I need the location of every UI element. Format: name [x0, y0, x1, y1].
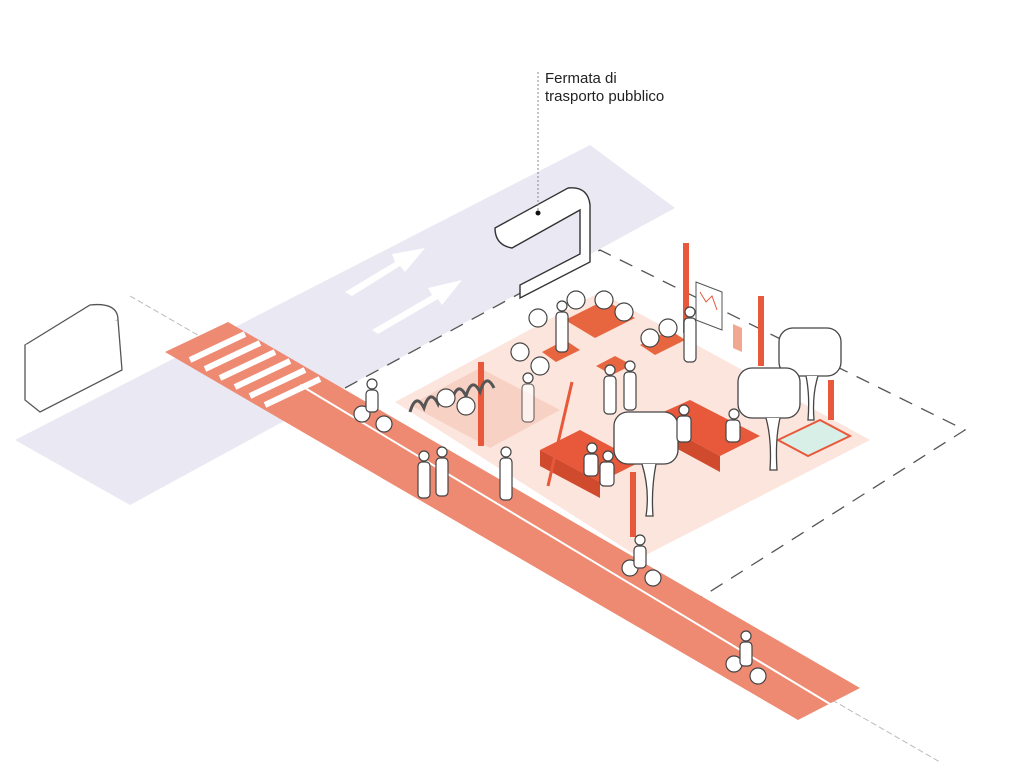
seated-person [599, 450, 615, 487]
seated-person [725, 408, 741, 443]
cyclist [353, 378, 393, 433]
pedestrian [683, 306, 697, 363]
plaza-shade [410, 368, 560, 448]
poles [478, 243, 834, 537]
two-way-arrows [345, 248, 462, 334]
bus-shelter-stop [494, 187, 591, 300]
callout-line-1: Fermata di [545, 70, 617, 87]
pedestrian [521, 372, 535, 423]
pedestrian [417, 450, 431, 499]
pedestrian [623, 360, 637, 411]
pedestrian [555, 300, 569, 353]
seated-person [676, 404, 692, 443]
bike-lane [165, 322, 860, 720]
cyclist [725, 630, 767, 685]
cyclist [621, 534, 662, 587]
people [353, 290, 767, 685]
parked-bikes [436, 290, 678, 416]
callout-dot [535, 210, 541, 216]
pedestrian [435, 446, 449, 497]
callout-line-2: trasporto pubblico [545, 88, 665, 105]
transit-stop-callout: Fermata di trasporto pubblico [545, 70, 664, 106]
trees [613, 327, 842, 517]
seated-person [583, 442, 599, 477]
pedestrian [499, 446, 513, 501]
crosswalk [188, 331, 322, 408]
bus-shelter-left [24, 303, 123, 413]
map-board [695, 281, 742, 352]
pedestrian [603, 364, 617, 415]
